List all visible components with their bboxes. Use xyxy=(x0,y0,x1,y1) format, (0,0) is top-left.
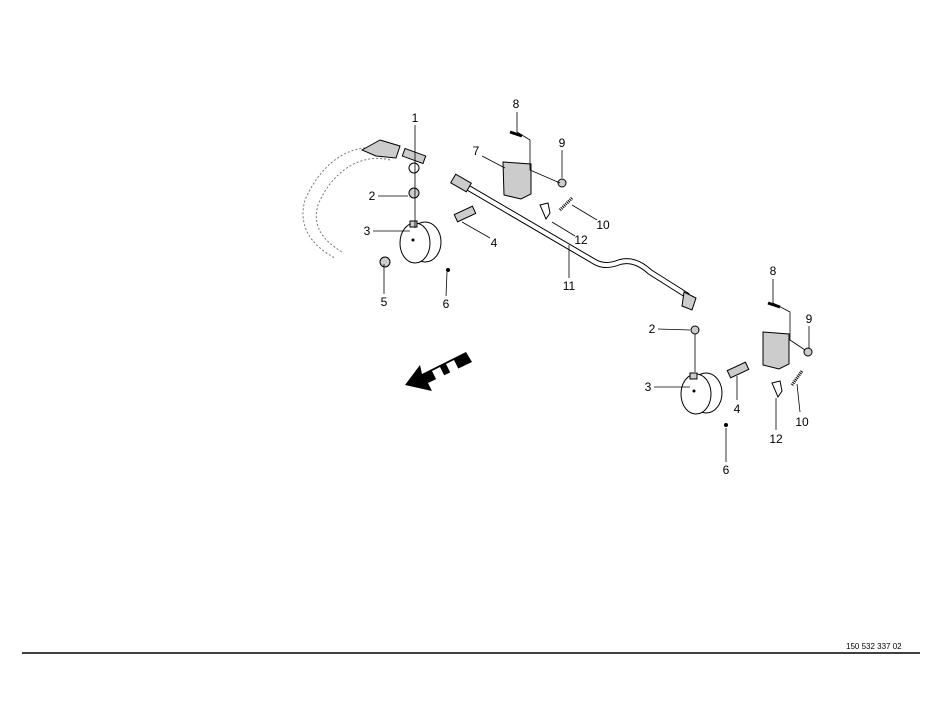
callout-8: 8 xyxy=(513,97,520,111)
hose-outline xyxy=(302,139,401,259)
callout-9: 9 xyxy=(559,136,566,150)
callouts-right: 2 3 4 6 8 9 10 12 xyxy=(645,264,813,477)
callout-2: 2 xyxy=(369,189,376,203)
callout-10: 10 xyxy=(596,218,610,232)
bracket-right xyxy=(762,301,813,399)
callout-7: 7 xyxy=(473,144,480,158)
callout-9: 9 xyxy=(806,312,813,326)
t-fitting xyxy=(401,147,427,199)
callout-1: 1 xyxy=(412,111,419,125)
callout-12: 12 xyxy=(574,233,588,247)
drawing-number: 150 532 337 02 xyxy=(846,642,902,651)
brake-pipe xyxy=(450,173,697,311)
callout-10: 10 xyxy=(795,415,809,429)
leader-lines xyxy=(373,112,810,462)
callout-11: 11 xyxy=(563,279,576,293)
callout-4: 4 xyxy=(734,402,741,416)
callout-5: 5 xyxy=(381,295,388,309)
callout-2: 2 xyxy=(649,322,656,336)
callout-12: 12 xyxy=(769,432,783,446)
brake-chamber-left xyxy=(379,205,477,272)
callout-3: 3 xyxy=(364,224,371,238)
callout-6: 6 xyxy=(723,463,730,477)
direction-of-travel-arrow-icon xyxy=(405,352,472,391)
callout-6: 6 xyxy=(443,297,450,311)
bracket-left xyxy=(502,130,574,221)
callouts-left: 1 2 3 4 5 6 7 8 9 10 11 12 xyxy=(364,97,610,311)
callout-4: 4 xyxy=(491,236,498,250)
callout-3: 3 xyxy=(645,380,652,394)
callout-8: 8 xyxy=(770,264,777,278)
